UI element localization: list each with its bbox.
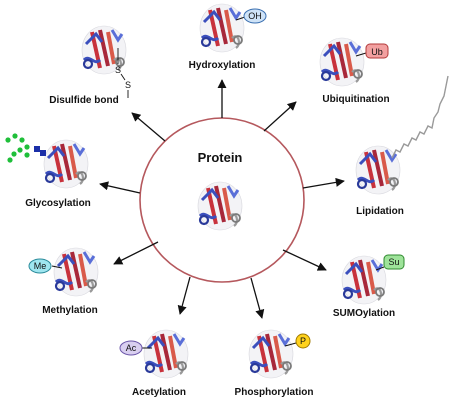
protein-structure — [142, 328, 190, 380]
protein-center-label: Protein — [198, 150, 243, 165]
methyl-tag-text: Me — [34, 261, 47, 271]
hydroxyl-tag — [243, 8, 267, 24]
sumo-tag — [383, 254, 405, 270]
acetylation-label: Acetylation — [132, 387, 186, 398]
hydroxyl-tag-text: OH — [248, 11, 262, 21]
sulfur-atom-1: S — [115, 65, 121, 75]
arrow-lipidation — [302, 177, 345, 189]
node-acetylation: Ac Acetylation — [119, 328, 190, 398]
acetyl-tag-text: Ac — [126, 343, 137, 353]
disulfide-label: Disulfide bond — [49, 95, 118, 106]
protein-structure — [340, 254, 388, 306]
node-glycosylation: Glycosylation — [5, 133, 91, 209]
hydroxylation-label: Hydroxylation — [189, 60, 256, 71]
ubiquitination-label: Ubiquitination — [322, 94, 389, 105]
arrow-sumoylation — [282, 249, 327, 271]
phosphorylation-label: Phosphorylation — [235, 387, 314, 398]
arrow-ubiquitination — [263, 101, 297, 132]
lipid-chain — [391, 75, 449, 159]
ubiquitin-tag-text: Ub — [371, 47, 383, 57]
protein-structure — [354, 144, 402, 196]
node-phosphorylation: P Phosphorylation — [235, 328, 314, 398]
arrows — [99, 79, 345, 319]
arrow-glycosylation — [99, 181, 141, 194]
acetyl-tag — [119, 340, 143, 356]
methylation-label: Methylation — [42, 305, 98, 316]
ubiquitin-tag — [365, 43, 389, 59]
phosphate-tag-text: P — [300, 336, 306, 346]
protein-structure — [318, 36, 366, 88]
arrow-methylation — [113, 241, 159, 265]
arrow-acetylation — [177, 276, 191, 315]
glycan-chain — [5, 133, 46, 163]
protein-structure — [198, 2, 246, 54]
node-lipidation: Lipidation — [354, 75, 449, 217]
node-hydroxylation: OH Hydroxylation — [189, 2, 267, 71]
node-disulfide-bond: S S Disulfide bond — [49, 24, 131, 106]
sumoylation-label: SUMOylation — [333, 308, 395, 319]
protein-structure — [52, 246, 100, 298]
node-ubiquitination: Ub Ubiquitination — [318, 36, 390, 105]
lipidation-label: Lipidation — [356, 206, 404, 217]
sumo-tag-text: Su — [388, 257, 399, 267]
node-sumoylation: Su SUMOylation — [333, 254, 405, 319]
phosphate-tag — [295, 333, 311, 349]
glycosylation-label: Glycosylation — [25, 198, 91, 209]
center-protein-structure — [196, 180, 244, 232]
arrow-phosphorylation — [250, 277, 265, 319]
node-methylation: Me Methylation — [28, 246, 100, 316]
protein-structure — [247, 328, 295, 380]
arrow-disulfide — [131, 112, 166, 142]
protein-structure — [42, 138, 90, 190]
sulfur-atom-2: S — [125, 80, 131, 90]
methyl-tag — [28, 258, 52, 274]
